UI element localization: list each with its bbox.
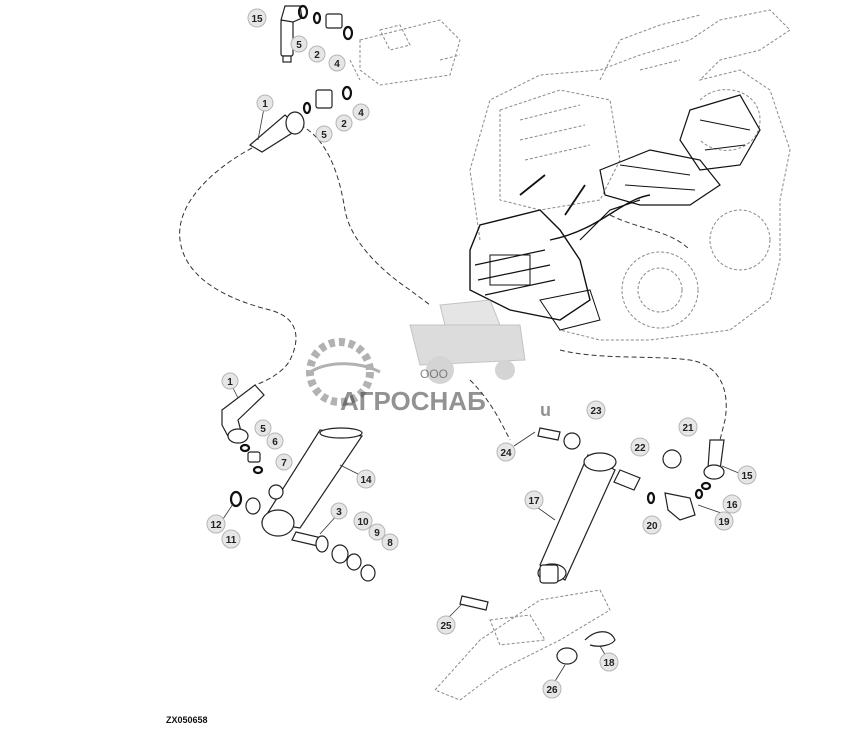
svg-text:14: 14: [360, 475, 372, 486]
callout: 18: [599, 652, 619, 672]
callouts: 15 5 2 4 1 5 2 4 1 5 6 7 14 12 11 3 10 9…: [206, 8, 757, 699]
callout: 16: [722, 494, 742, 514]
callout: 1: [221, 372, 239, 390]
svg-text:12: 12: [210, 520, 222, 531]
watermark-name: АГРОСНАБ: [340, 386, 486, 416]
svg-text:4: 4: [334, 59, 340, 70]
svg-text:16: 16: [726, 500, 738, 511]
svg-text:25: 25: [440, 621, 452, 632]
hose-routing: [179, 124, 727, 441]
callout: 15: [737, 465, 757, 485]
right-cylinder-group: [537, 427, 725, 584]
callout: 5: [315, 125, 333, 143]
bracket-group: [434, 589, 616, 701]
callout: 10: [353, 511, 373, 531]
callout: 2: [335, 114, 353, 132]
svg-text:20: 20: [646, 521, 658, 532]
watermark-prefix: ООО: [420, 367, 448, 381]
callout: 3: [330, 502, 348, 520]
callout: 11: [221, 529, 241, 549]
callout: 4: [328, 54, 346, 72]
callout: 5: [290, 35, 308, 53]
svg-text:1: 1: [227, 377, 233, 388]
svg-text:7: 7: [281, 458, 287, 469]
svg-text:9: 9: [374, 528, 380, 539]
svg-text:2: 2: [341, 119, 347, 130]
callout: 7: [275, 453, 293, 471]
callout: 17: [524, 490, 544, 510]
callout: 20: [642, 515, 662, 535]
callout: 15: [247, 8, 267, 28]
svg-text:24: 24: [500, 448, 512, 459]
svg-text:5: 5: [296, 40, 302, 51]
callout: 2: [308, 45, 326, 63]
callout: 23: [586, 400, 606, 420]
svg-text:5: 5: [321, 130, 327, 141]
left-cylinder-group: [221, 384, 376, 582]
callout: 19: [714, 511, 734, 531]
svg-text:17: 17: [528, 496, 540, 507]
figure-id: ZX050658: [166, 715, 208, 725]
callout: 1: [256, 94, 274, 112]
svg-text:3: 3: [336, 507, 342, 518]
watermark-suffix: u: [540, 400, 551, 420]
svg-text:26: 26: [546, 685, 558, 696]
callout: 22: [630, 437, 650, 457]
callout: 4: [352, 103, 370, 121]
svg-text:5: 5: [260, 424, 266, 435]
svg-text:2: 2: [314, 50, 320, 61]
svg-text:18: 18: [603, 658, 615, 669]
svg-text:4: 4: [358, 108, 364, 119]
machine-outline: [349, 9, 791, 341]
svg-text:15: 15: [251, 14, 263, 25]
callout: 8: [381, 533, 399, 551]
callout: 26: [542, 679, 562, 699]
svg-text:21: 21: [682, 423, 694, 434]
callout: 12: [206, 514, 226, 534]
svg-text:10: 10: [357, 517, 369, 528]
callout: 24: [496, 442, 516, 462]
svg-text:19: 19: [718, 517, 730, 528]
svg-text:11: 11: [226, 535, 237, 546]
watermark: ООО АГРОСНАБ u: [306, 299, 551, 420]
svg-text:8: 8: [387, 538, 393, 549]
callout: 5: [254, 419, 272, 437]
engine-assembly: [469, 94, 761, 331]
callout: 6: [266, 432, 284, 450]
callout: 9: [368, 523, 386, 541]
upper-fittings: [248, 4, 354, 153]
callout: 14: [356, 469, 376, 489]
callout: 21: [678, 417, 698, 437]
svg-text:15: 15: [741, 471, 753, 482]
svg-text:23: 23: [590, 406, 602, 417]
svg-text:1: 1: [262, 99, 268, 110]
callout: 25: [436, 615, 456, 635]
svg-text:6: 6: [272, 437, 278, 448]
svg-text:22: 22: [634, 443, 646, 454]
